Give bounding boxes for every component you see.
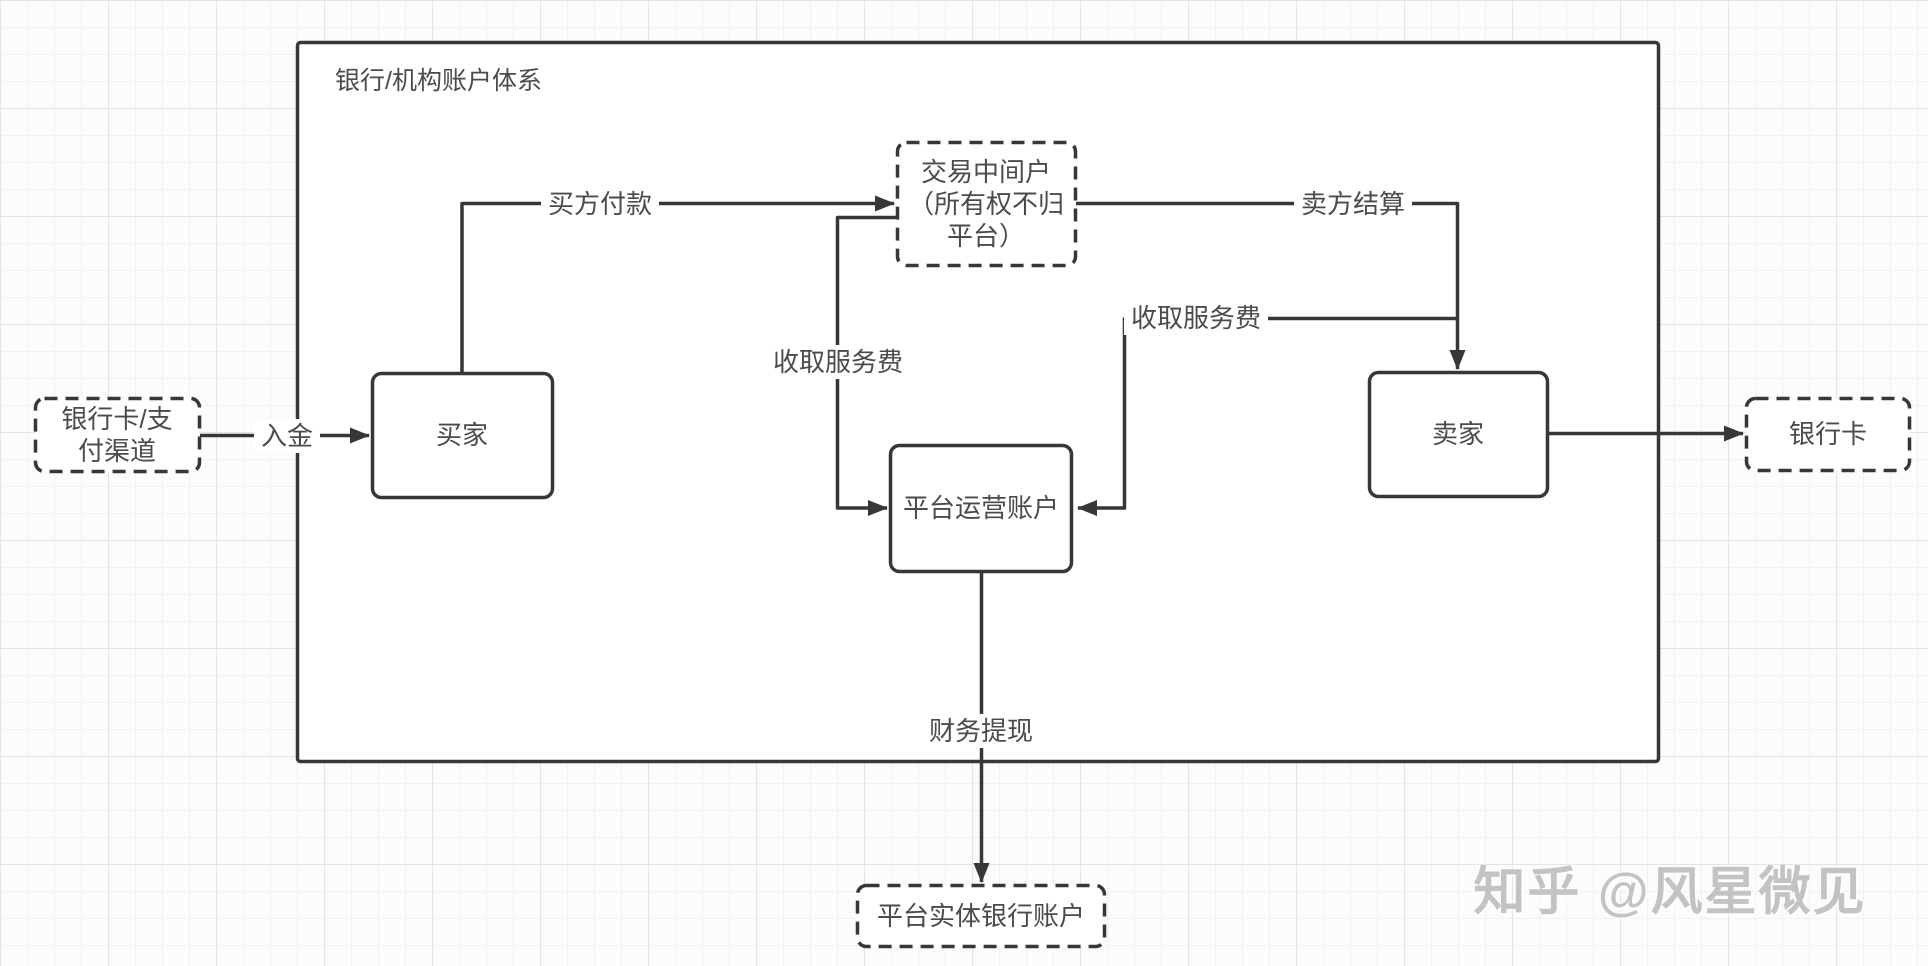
node-label-bank-card: 银行卡 (1788, 419, 1868, 449)
node-bank-card-channel-box (33, 396, 202, 474)
bank-system-container-box (295, 40, 1661, 764)
node-label-seller: 卖家 (1431, 419, 1485, 449)
node-label-intermediate-account: 交易中间户 （所有权不归 平台） (907, 157, 1065, 251)
node-label-platform-bank-account: 平台实体银行账户 (876, 901, 1086, 931)
edge-seller-settlement-arrow (1076, 201, 1466, 370)
edge-service-fee-right-arrow (1077, 316, 1458, 516)
zhihu-watermark: 知乎 @风星微见 (1473, 863, 1867, 922)
edge-buyer-payment-arrow (460, 195, 895, 373)
node-label-bank-card-channel: 银行卡/支 付渠道 (61, 404, 173, 466)
node-intermediate-account-box (895, 140, 1078, 268)
edge-label-service-fee-right: 收取服务费 (1123, 301, 1269, 335)
node-bank-card-box (1744, 396, 1912, 473)
edge-label-buyer-payment: 买方付款 (540, 187, 660, 221)
edge-label-financial-withdrawal: 财务提现 (921, 714, 1041, 748)
edge-label-seller-settlement: 卖方结算 (1293, 187, 1413, 221)
node-seller-box (1367, 370, 1550, 499)
container-title: 银行/机构账户体系 (335, 67, 542, 95)
node-label-platform-operating-account: 平台运营账户 (902, 493, 1060, 523)
node-platform-bank-account-box (855, 883, 1107, 949)
node-platform-operating-account-box (888, 443, 1074, 574)
node-label-buyer: 买家 (435, 420, 489, 450)
node-buyer-box (370, 371, 555, 500)
edge-label-deposit: 入金 (253, 419, 321, 453)
edge-label-service-fee-left: 收取服务费 (765, 345, 911, 379)
